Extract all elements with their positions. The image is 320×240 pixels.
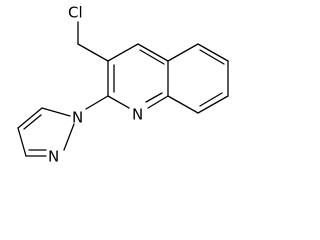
bond-c8-c8a [167, 95, 199, 114]
bond-c4a-c5 [167, 43, 199, 62]
atom-label-n-quinoline: N [132, 106, 143, 124]
bond-c5-c6 [197, 43, 229, 62]
bond-pz-c5-c4 [17, 107, 43, 129]
bond-c7-c8-inner [199, 92, 223, 107]
atom-label-n-pyrazole-1: N [72, 109, 83, 127]
bond-n1-c2 [107, 95, 130, 109]
bond-c3-ch2 [77, 43, 109, 62]
bond-c4-c4a [137, 43, 169, 62]
bond-c3-c4 [107, 43, 139, 62]
chemical-structure: Cl N N N [17, 4, 229, 166]
bond-pz-c4-c3 [17, 127, 27, 157]
atom-label-n-pyrazole-2: N [48, 148, 59, 166]
bond-npz1-c5 [41, 107, 71, 117]
bond-pz-c5-c4-inner [23, 114, 42, 130]
bond-c7-c8 [197, 95, 229, 114]
bond-pz-n2-n1 [63, 123, 75, 151]
bond-c5-c6-inner [199, 49, 225, 65]
bond-c8a-n1-inner [145, 92, 163, 103]
atom-label-cl: Cl [68, 4, 83, 22]
bond-c8a-n1 [147, 95, 169, 109]
bond-c2-npz1 [85, 95, 109, 110]
bond-c4-c4a-inner [139, 49, 165, 65]
